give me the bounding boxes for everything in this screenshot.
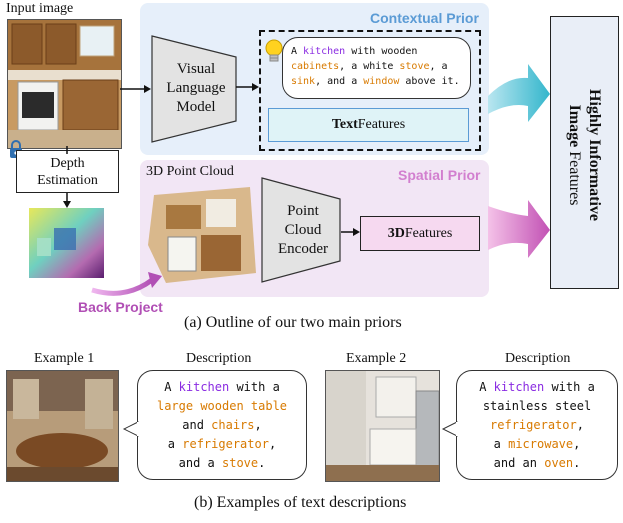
arrow-input-to-depth <box>66 146 68 154</box>
example2-label: Example 2 <box>346 351 407 366</box>
description-label-2: Description <box>505 351 571 366</box>
back-project-label: Back Project <box>78 299 163 315</box>
back-project-arrow <box>91 272 162 296</box>
example1-label: Example 1 <box>34 351 95 366</box>
output-features-label: Highly Informative Image Features <box>566 89 603 221</box>
arrow-pce-to-3d <box>341 228 360 236</box>
spatial-prior-title: Spatial Prior <box>398 167 481 183</box>
arrow-spatial-to-output <box>488 200 550 258</box>
point-cloud-image <box>146 185 260 287</box>
depth-estimation-box: Depth Estimation <box>16 150 119 193</box>
pce-label: Point Cloud Encoder <box>278 202 328 257</box>
description-label-1: Description <box>186 351 252 366</box>
depth-map-image <box>29 208 104 278</box>
caption-b: (b) Examples of text descriptions <box>194 494 407 511</box>
arrow-contextual-to-output <box>488 64 550 122</box>
example2-image <box>325 370 440 482</box>
point-cloud-label: 3D Point Cloud <box>146 164 234 179</box>
pce-trapezoid <box>261 177 341 283</box>
lightbulb-icon <box>265 39 283 62</box>
output-features-box <box>550 16 619 289</box>
input-image-label: Input image <box>6 1 74 16</box>
text-branch-dashed-box <box>259 30 481 151</box>
description-bubble-2: A kitchen with a stainless steel refrige… <box>456 370 618 480</box>
vlm-label: Visual Language Model <box>166 60 226 115</box>
contextual-prior-title: Contextual Prior <box>370 10 479 26</box>
text-features-box: Text Features <box>268 108 469 142</box>
caption-bubble-top: A kitchen with wooden cabinets, a white … <box>282 37 471 99</box>
3d-features-box: 3D Features <box>360 216 480 251</box>
caption-a: (a) Outline of our two main priors <box>184 314 402 331</box>
arrow-input-to-vlm <box>120 85 151 93</box>
bubble-2-tail <box>441 421 458 437</box>
example1-image <box>6 370 119 482</box>
input-kitchen-image <box>7 19 122 149</box>
arrow-depth-to-map <box>63 193 71 208</box>
arrow-vlm-to-text <box>236 83 259 91</box>
vlm-trapezoid <box>151 35 237 143</box>
bubble-1-tail <box>122 421 139 437</box>
description-bubble-1: A kitchen with a large wooden table and … <box>137 370 307 480</box>
